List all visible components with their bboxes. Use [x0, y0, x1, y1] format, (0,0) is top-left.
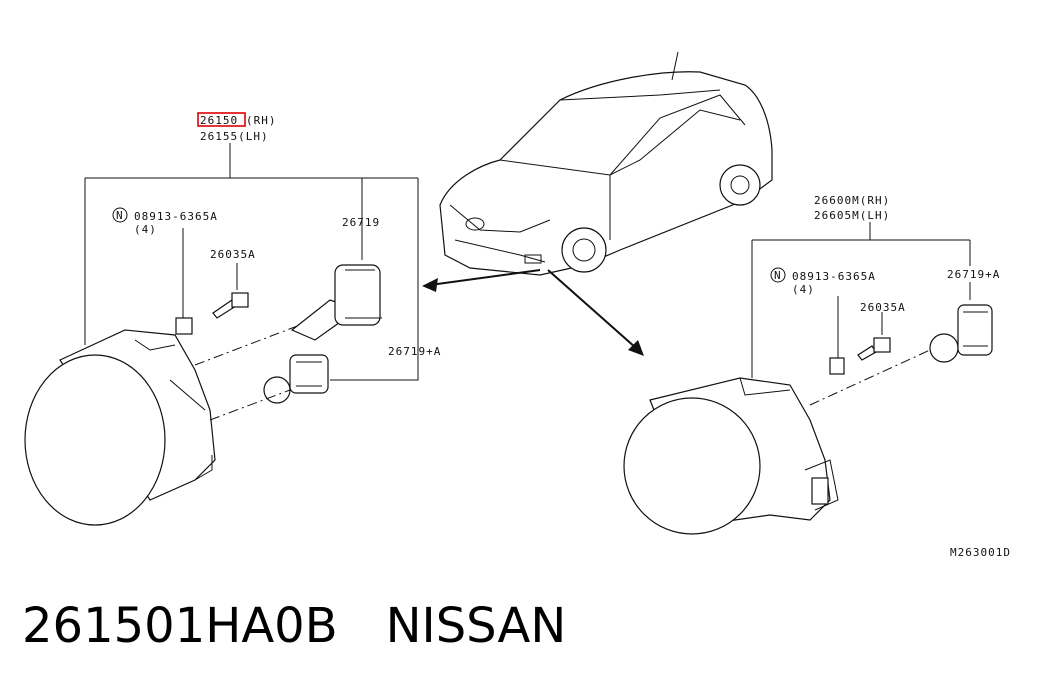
left-assembly-lh-code[interactable]: 26155(LH) — [200, 130, 269, 143]
right-screw-code[interactable]: 26035A — [860, 301, 906, 314]
left-socket-code[interactable]: 26719+A — [388, 345, 441, 358]
arrow-to-left-lamp — [422, 269, 541, 292]
part-number[interactable]: 261501HA0B — [22, 598, 338, 654]
right-assembly-rh-code[interactable]: 26600M(RH) — [814, 194, 890, 207]
right-fog-lamp-group: 26600M(RH) 26605M(LH) N 08913-6365A (4) … — [623, 194, 1000, 535]
n-symbol-right: N — [774, 269, 782, 282]
right-socket-code[interactable]: 26719+A — [947, 268, 1000, 281]
left-assembly-rh-suffix: (RH) — [246, 114, 277, 127]
right-clip-code[interactable]: 08913-6365A — [792, 270, 876, 283]
part-highlight-box — [197, 112, 246, 127]
car-illustration — [439, 51, 773, 276]
diagram-id: M263001D — [950, 546, 1011, 559]
arrow-to-right-lamp — [547, 269, 644, 356]
left-fog-lamp-group: 26150 (RH) 26155(LH) N 08913-6365A (4) 2… — [24, 112, 441, 526]
left-screw-code[interactable]: 26035A — [210, 248, 256, 261]
part-caption: 261501HA0B NISSAN — [22, 598, 614, 654]
left-bulb-code[interactable]: 26719 — [342, 216, 380, 229]
n-symbol-left: N — [116, 209, 124, 222]
brand-name: NISSAN — [385, 598, 567, 654]
left-clip-code[interactable]: 08913-6365A — [134, 210, 218, 223]
right-clip-qty: (4) — [792, 283, 815, 296]
left-assembly-rh-code[interactable]: 26150 — [200, 114, 238, 127]
right-assembly-lh-code[interactable]: 26605M(LH) — [814, 209, 890, 222]
left-clip-qty: (4) — [134, 223, 157, 236]
